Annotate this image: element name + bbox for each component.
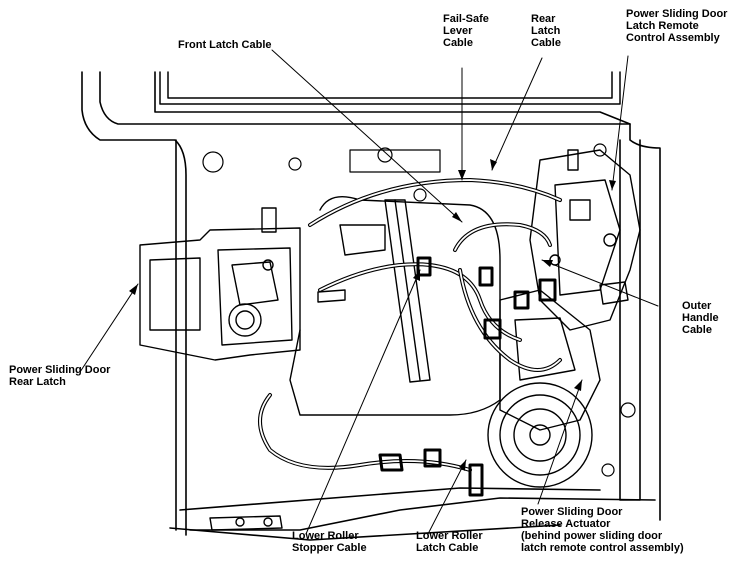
window-frame xyxy=(159,71,621,105)
label-outer-handle-cable: Outer Handle Cable xyxy=(682,300,719,336)
leader-lines xyxy=(79,49,659,535)
window-rails xyxy=(289,196,501,416)
label-rear-latch-cable: Rear Latch Cable xyxy=(531,13,561,49)
label-fail-safe-lever-cable: Fail-Safe Lever Cable xyxy=(443,13,489,49)
leader-arrowheads xyxy=(129,159,616,471)
label-front-latch-cable: Front Latch Cable xyxy=(178,39,272,51)
label-remote-control-assembly: Power Sliding Door Latch Remote Control … xyxy=(626,8,728,44)
speaker xyxy=(487,382,593,488)
label-release-actuator: Power Sliding Door Release Actuator (beh… xyxy=(521,506,684,554)
door-panel xyxy=(81,71,661,541)
label-lower-roller-latch-cable: Lower Roller Latch Cable xyxy=(416,530,483,554)
panel-holes xyxy=(202,143,636,477)
cables xyxy=(258,178,562,497)
label-rear-latch: Power Sliding Door Rear Latch xyxy=(9,364,111,388)
rear-latch xyxy=(139,207,301,361)
label-lower-roller-stopper-cable: Lower Roller Stopper Cable xyxy=(292,530,367,554)
lower-bracket xyxy=(209,515,283,531)
